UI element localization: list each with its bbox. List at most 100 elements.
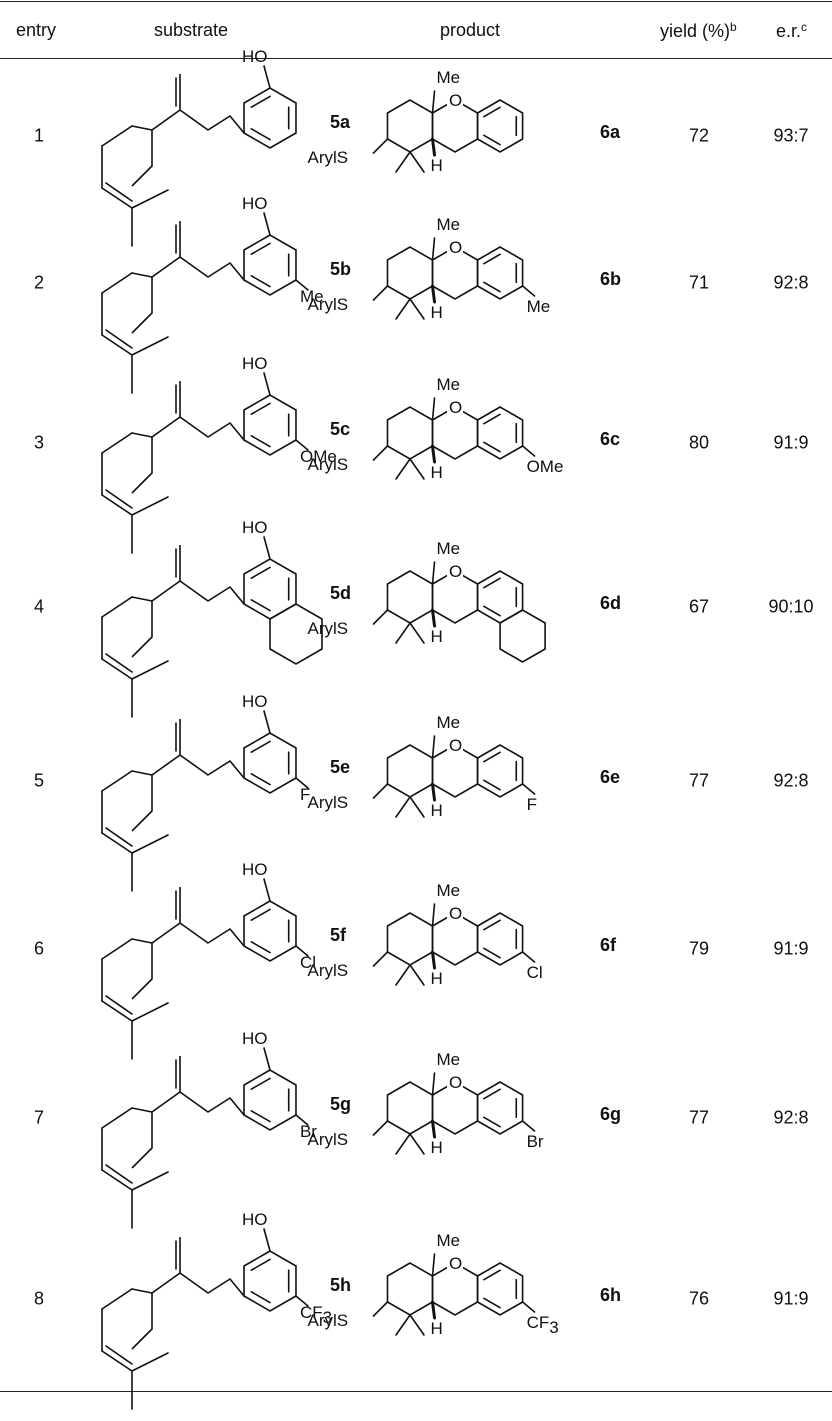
product-arene-double-bond bbox=[483, 577, 501, 589]
substrate-alkene-2-double bbox=[105, 329, 133, 349]
product-substituent-bond bbox=[521, 1120, 536, 1132]
substrate-compound-id: 5d bbox=[330, 583, 351, 603]
product-gem-methyl bbox=[395, 964, 411, 986]
product-fused-ring bbox=[499, 609, 546, 663]
substrate-substituent-subscript: 3 bbox=[323, 1308, 332, 1327]
product-arene-double-bond bbox=[483, 947, 501, 959]
product-h-wedge-bond bbox=[431, 1119, 437, 1139]
substrate-benzylic-bond bbox=[229, 262, 245, 281]
substrate-chain-tail bbox=[101, 125, 133, 147]
substrate-arene bbox=[243, 87, 297, 149]
product-arylthio-label: ArylS bbox=[307, 455, 348, 474]
substrate-arene-double-bond bbox=[250, 128, 271, 141]
product-arene bbox=[476, 99, 524, 153]
hydroxyl-label: HO bbox=[242, 1210, 268, 1229]
product-arene-double-bond bbox=[483, 605, 501, 617]
product-arylthio-label: ArylS bbox=[307, 793, 348, 812]
product-methyl-label: Me bbox=[437, 375, 461, 394]
header-yield-footnote: b bbox=[730, 20, 737, 34]
substrate-chain-link bbox=[179, 416, 231, 438]
product-methyl-label: Me bbox=[437, 881, 461, 900]
product-gem-methyl bbox=[409, 1314, 425, 1336]
product-ring-a bbox=[386, 406, 434, 460]
substrate-substituent-bond bbox=[295, 945, 309, 957]
substrate-alkene-2 bbox=[101, 1350, 133, 1372]
product-arene-double-bond bbox=[483, 441, 501, 453]
product-arene bbox=[476, 1081, 524, 1135]
er-cell: 92:8 bbox=[773, 1107, 809, 1128]
substrate-structure: HO Br 5g bbox=[101, 1029, 351, 1229]
product-compound-id: 6c bbox=[600, 429, 620, 449]
header-er-footnote: c bbox=[801, 20, 808, 34]
substrate-substituent-bond bbox=[295, 777, 309, 789]
product-gem-methyl bbox=[409, 1133, 425, 1155]
product-substituent: F bbox=[527, 795, 537, 814]
product-arene-double-bond bbox=[483, 1269, 501, 1281]
product-substituent-bond bbox=[521, 445, 536, 457]
product-arene-double-bond bbox=[483, 281, 501, 293]
substrate-benzylic-bond bbox=[229, 115, 245, 134]
substrate-benzylic-bond bbox=[229, 422, 245, 441]
substrate-chain bbox=[131, 381, 181, 494]
product-ring-oxygen: O bbox=[449, 91, 462, 110]
product-arene bbox=[476, 1262, 524, 1316]
substrate-chain-tail bbox=[101, 1107, 133, 1129]
product-gem-methyl bbox=[395, 458, 411, 480]
substrate-compound-id: 5g bbox=[330, 1094, 351, 1114]
substrate-arene-double-bond bbox=[250, 275, 271, 288]
product-methyl-hashed-bond bbox=[431, 1253, 436, 1277]
hydroxyl-label: HO bbox=[242, 354, 268, 373]
product-hydrogen-label: H bbox=[431, 463, 443, 482]
product-arylthio-hashed-bond bbox=[372, 138, 389, 154]
entry-cell: 2 bbox=[33, 272, 45, 293]
product-arylthio-hashed-bond bbox=[372, 445, 389, 461]
substrate-chain bbox=[131, 1056, 181, 1169]
product-ring-oxygen: O bbox=[449, 1073, 462, 1092]
product-ring-a bbox=[386, 912, 434, 966]
substrate-benzylic-bond bbox=[229, 1097, 245, 1116]
substrate-methyl bbox=[131, 660, 169, 680]
substrate-arene-double-bond bbox=[250, 908, 271, 921]
substrate-substituent: CF3 bbox=[300, 1303, 332, 1327]
product-hydrogen-label: H bbox=[431, 156, 443, 175]
product-arene-double-bond bbox=[483, 1116, 501, 1128]
substrate-chain-link bbox=[179, 754, 231, 776]
product-methyl-hashed-bond bbox=[431, 397, 436, 421]
header-yield-label: yield (%) bbox=[660, 21, 731, 41]
header-er: e.r.c bbox=[776, 20, 807, 42]
entry-cell: 3 bbox=[33, 432, 45, 453]
substrate-alkene-2 bbox=[101, 334, 133, 356]
product-compound-id: 6a bbox=[600, 122, 621, 142]
product-gem-methyl bbox=[409, 151, 425, 173]
substrate-alkene-2 bbox=[101, 1169, 133, 1191]
product-gem-methyl bbox=[395, 151, 411, 173]
product-arene-double-bond bbox=[483, 919, 501, 931]
product-arene bbox=[476, 912, 524, 966]
product-methyl-hashed-bond bbox=[431, 561, 436, 585]
product-substituent: Br bbox=[527, 1132, 544, 1151]
substrate-substituent: OMe bbox=[300, 447, 337, 466]
substrate-arene-double-bond bbox=[250, 1291, 271, 1304]
substrate-chain-tail bbox=[131, 1288, 153, 1294]
substrate-substituent-bond bbox=[295, 279, 309, 291]
product-arene-double-bond bbox=[483, 134, 501, 146]
product-arene-double-bond bbox=[483, 751, 501, 763]
product-oxygen-mask bbox=[447, 1253, 464, 1271]
substrate-chain-tail bbox=[131, 432, 153, 438]
substrate-chain bbox=[131, 1237, 181, 1350]
substrate-compound-id: 5f bbox=[330, 925, 347, 945]
product-hydrogen-label: H bbox=[431, 1319, 443, 1338]
substrate-oh-bond bbox=[263, 1047, 271, 1071]
substrate-compound-id: 5b bbox=[330, 259, 351, 279]
substrate-substituent: Br bbox=[300, 1122, 317, 1141]
substrate-chain-link bbox=[179, 109, 231, 131]
product-arylthio-label: ArylS bbox=[307, 295, 348, 314]
substrate-chain-tail bbox=[131, 272, 153, 278]
product-hydrogen-label: H bbox=[431, 1138, 443, 1157]
